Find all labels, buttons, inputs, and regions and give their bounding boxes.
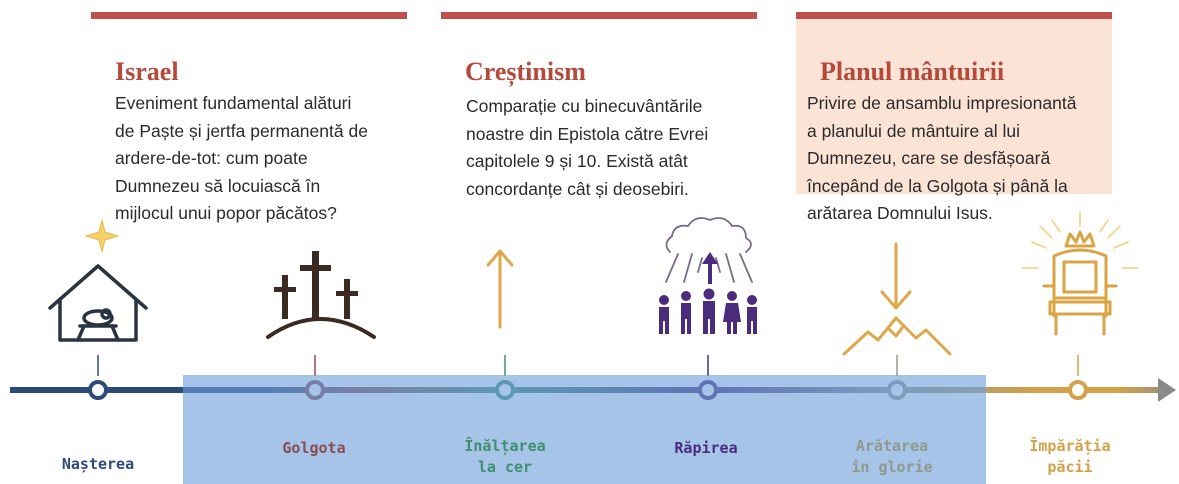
card-line: începând de la Golgota și până la <box>807 175 1068 196</box>
card-crestinism: Creștinism <box>441 12 757 194</box>
card-title-planul-mantuirii: Planul mântuirii <box>820 57 1005 86</box>
card-line: Eveniment fundamental alături <box>115 93 352 113</box>
event-label-line: Arătarea <box>855 437 929 455</box>
card-line: Privire de ansamblu impresionantă <box>807 93 1077 113</box>
card-line: Dumnezeu să locuiască în <box>115 175 321 196</box>
event-label-line: în glorie <box>851 458 933 476</box>
highlight-overlay <box>183 375 986 484</box>
card-israel: Israel <box>91 12 407 194</box>
nativity-stable-icon <box>48 219 148 342</box>
event-label-line: păcii <box>1047 458 1093 476</box>
arrow-down-mountain-icon <box>842 242 952 356</box>
card-text-planul-mantuirii: Privire de ansamblu impresionantă a plan… <box>807 90 1076 228</box>
event-label-line: Golgota <box>282 439 346 457</box>
three-crosses-icon <box>266 251 376 339</box>
event-label-imparatia: Împărăția păcii <box>1010 436 1130 478</box>
card-line: arătarea Domnului Isus. <box>807 203 993 223</box>
event-label-line: Răpirea <box>674 439 738 457</box>
event-label-line: la cer <box>477 458 533 476</box>
timeline-arrowhead <box>1158 378 1176 402</box>
event-label-golgota: Golgota <box>254 438 374 459</box>
event-label-nasterea: Nașterea <box>38 454 158 475</box>
rapture-cloud-people-icon <box>659 217 757 334</box>
event-label-aratarea: Arătarea în glorie <box>832 436 952 478</box>
event-label-line: Înălțarea <box>464 437 546 455</box>
timeline-node <box>88 380 108 400</box>
arrow-up-icon <box>486 249 514 329</box>
event-label-rapirea: Răpirea <box>646 438 766 459</box>
timeline-node <box>1068 380 1088 400</box>
card-title-israel: Israel <box>115 57 179 86</box>
card-line: mijlocul unui popor păcătos? <box>115 203 337 223</box>
card-text-crestinism: Comparație cu binecuvântările noastre di… <box>466 93 708 203</box>
card-line: a planului de mântuire al lui <box>807 120 1021 141</box>
card-line: capitolele 9 și 10. Există atât <box>466 151 688 171</box>
card-line: Comparație cu binecuvântările <box>466 96 703 116</box>
card-planul-mantuirii: Planul mântuirii <box>796 12 1112 194</box>
card-title-crestinism: Creștinism <box>465 57 586 86</box>
event-label-line: Nașterea <box>61 455 135 473</box>
throne-crown-icon <box>1021 211 1139 336</box>
card-line: ardere-de-tot: cum poate <box>115 148 308 168</box>
card-line: Dumnezeu, care se desfășoară <box>807 148 1051 168</box>
card-line: noastre din Epistola către Evrei <box>466 123 709 144</box>
card-text-israel: Eveniment fundamental alături de Paște ș… <box>115 90 368 228</box>
event-label-line: Împărăția <box>1029 437 1111 455</box>
event-label-inaltarea: Înălțarea la cer <box>445 436 565 478</box>
card-line: de Paște și jertfa permanentă de <box>115 120 368 141</box>
card-line: concordanțe cât și deosebiri. <box>466 178 689 199</box>
